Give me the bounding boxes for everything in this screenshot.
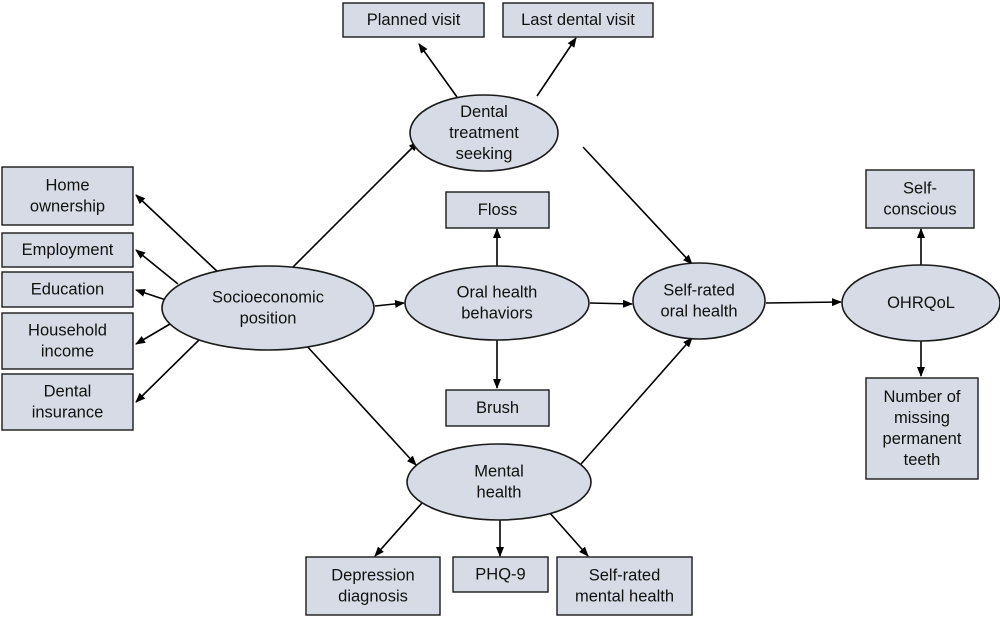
mental-health-label-line: health [477, 484, 522, 502]
node-self-rated-mental-health: Self-rated mental health [556, 556, 693, 616]
depression-diagnosis-label-line: diagnosis [338, 588, 408, 606]
self-rated-oral-health-label-line: Self-rated [663, 282, 735, 300]
employment-box [1, 232, 134, 268]
node-number-of-missing-permanent-teeth: Number of missing permanent teeth [865, 377, 979, 480]
number-of-missing-permanent-teeth-label-line: permanent [883, 430, 962, 448]
planned-visit-box [342, 2, 485, 38]
dental-treatment-seeking-ellipse [409, 94, 559, 172]
socioeconomic-position-label-line: Socioeconomic [212, 289, 324, 307]
node-mental-health: Mental health [406, 443, 592, 521]
floss-label-line: Floss [478, 201, 517, 219]
node-dental-treatment-seeking: Dental treatment seeking [409, 94, 559, 172]
self-rated-oral-health-ellipse [632, 262, 766, 340]
node-employment: Employment [1, 232, 134, 268]
oral-health-behaviors-ellipse [404, 265, 590, 341]
ohrqol-label-line: OHRQoL [887, 294, 955, 312]
brush-box [445, 389, 550, 427]
number-of-missing-permanent-teeth-label-line: missing [894, 409, 950, 427]
education-label-line: Education [31, 281, 104, 299]
household-income-label-line: income [41, 343, 94, 361]
mental-health-label-line: Mental [474, 463, 524, 481]
node-last-dental-visit: Last dental visit [502, 2, 654, 38]
phq-9-label-line: PHQ-9 [475, 566, 525, 584]
self-conscious-label-line: conscious [883, 201, 956, 219]
oral-health-behaviors-label-line: behaviors [461, 305, 533, 323]
node-household-income: Household income [1, 312, 134, 370]
self-rated-mental-health-label-line: Self-rated [589, 567, 661, 585]
self-rated-oral-health-label-line: oral health [660, 303, 737, 321]
phq-9-box [452, 556, 549, 593]
node-planned-visit: Planned visit [342, 2, 485, 38]
brush-label-line: Brush [476, 399, 519, 417]
arrow-socioeconomic-position-to-education [135, 289, 167, 301]
number-of-missing-permanent-teeth-box [865, 377, 979, 480]
arrow-mental-health-to-self-rated-mental-health [548, 511, 589, 557]
arrow-mental-health-to-self-rated-oral-health [580, 337, 693, 465]
self-conscious-label-line: Self- [903, 180, 937, 198]
household-income-box [1, 312, 134, 370]
dental-insurance-label-line: Dental [44, 383, 92, 401]
education-box [1, 271, 134, 308]
mental-health-ellipse [406, 443, 592, 521]
node-socioeconomic-position: Socioeconomic position [161, 265, 375, 351]
arrow-socioeconomic-position-to-dental-insurance [135, 336, 203, 403]
self-rated-mental-health-box [556, 556, 693, 616]
arrow-dental-treatment-seeking-to-planned-visit [418, 43, 458, 98]
node-floss: Floss [445, 191, 550, 229]
arrow-socioeconomic-position-to-dental-treatment-seeking [287, 141, 419, 273]
dental-treatment-seeking-label-line: treatment [449, 124, 519, 142]
node-self-rated-oral-health: Self-rated oral health [632, 262, 766, 340]
arrow-dental-treatment-seeking-to-last-dental-visit [536, 37, 577, 97]
self-rated-mental-health-label-line: mental health [575, 588, 674, 606]
employment-label-line: Employment [22, 241, 114, 259]
node-brush: Brush [445, 389, 550, 427]
oral-health-behaviors-label-line: Oral health [457, 284, 538, 302]
node-ohrqol: OHRQoL [841, 264, 1000, 342]
node-phq-9: PHQ-9 [452, 556, 549, 593]
node-self-conscious: Self-conscious [865, 169, 975, 229]
arrow-socioeconomic-position-to-oral-health-behaviors [374, 299, 405, 308]
arrow-oral-health-behaviors-to-self-rated-oral-health [589, 299, 633, 308]
node-home-ownership: Home ownership [1, 166, 134, 226]
node-dental-insurance: Dental insurance [1, 373, 134, 431]
arrow-socioeconomic-position-to-employment [135, 249, 179, 285]
node-oral-health-behaviors: Oral health behaviors [404, 265, 590, 341]
arrow-mental-health-to-depression-diagnosis [374, 502, 423, 557]
number-of-missing-permanent-teeth-label-line: Number of [883, 388, 960, 406]
socioeconomic-position-label-line: position [240, 310, 297, 328]
edges-layer [135, 37, 925, 557]
home-ownership-label-line: ownership [30, 198, 105, 216]
home-ownership-label-line: Home [45, 177, 89, 195]
last-dental-visit-box [502, 2, 654, 38]
arrow-self-rated-oral-health-to-ohrqol [765, 298, 842, 307]
last-dental-visit-label-line: Last dental visit [521, 11, 635, 29]
home-ownership-box [1, 166, 134, 226]
socioeconomic-position-ellipse [161, 265, 375, 351]
number-of-missing-permanent-teeth-label-line: teeth [904, 451, 941, 469]
planned-visit-label-line: Planned visit [367, 11, 461, 29]
node-depression-diagnosis: Depression diagnosis [305, 556, 441, 616]
ohrqol-ellipse [841, 264, 1000, 342]
dental-insurance-box [1, 373, 134, 431]
floss-box [445, 191, 550, 229]
arrow-dental-treatment-seeking-to-self-rated-oral-health [582, 146, 693, 265]
household-income-label-line: Household [28, 322, 107, 340]
dental-treatment-seeking-label-line: seeking [456, 145, 513, 163]
arrow-socioeconomic-position-to-mental-health [304, 343, 417, 466]
self-conscious-box [865, 169, 975, 229]
dental-treatment-seeking-label-line: Dental [460, 103, 508, 121]
node-education: Education [1, 271, 134, 308]
depression-diagnosis-box [305, 556, 441, 616]
arrow-socioeconomic-position-to-household-income [135, 323, 171, 345]
depression-diagnosis-label-line: Depression [331, 567, 414, 585]
dental-insurance-label-line: insurance [32, 404, 104, 422]
arrow-socioeconomic-position-to-home-ownership [135, 194, 221, 275]
